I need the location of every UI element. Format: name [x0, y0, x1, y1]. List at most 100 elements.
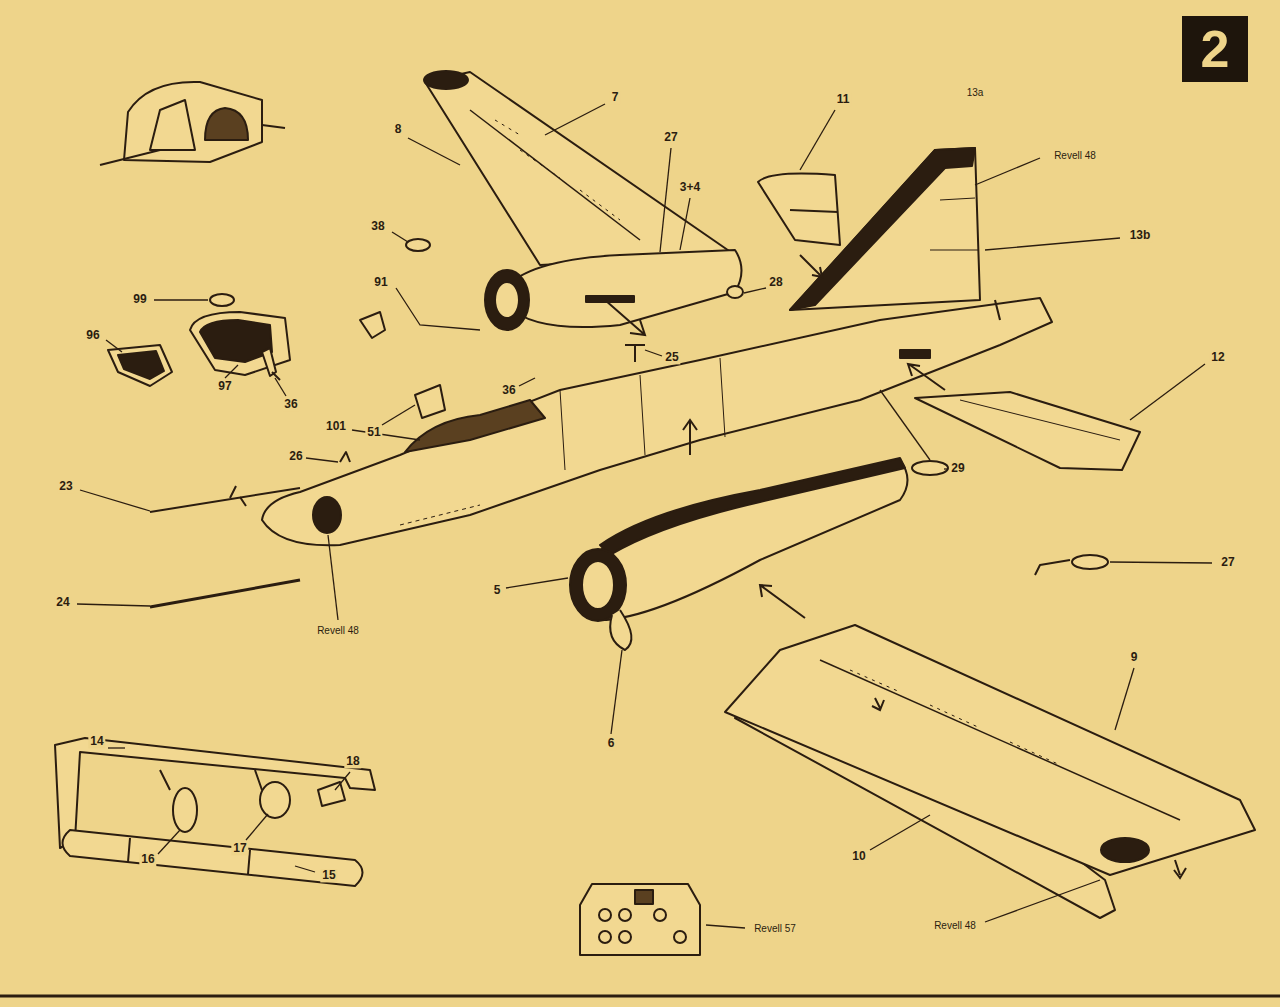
- step-number: 2: [1201, 23, 1230, 75]
- lower-wing: [1101, 838, 1149, 862]
- canopy-parts: [210, 294, 234, 306]
- leader-line: [744, 288, 766, 293]
- engine-nacelle: [495, 282, 519, 318]
- instrument-panel: [599, 909, 611, 921]
- border-rule: [0, 995, 1280, 998]
- engine-nacelle: [1035, 560, 1070, 575]
- leader-line: [1130, 364, 1205, 420]
- lower-wing: [850, 670, 1060, 765]
- assembly-arrow: [908, 364, 945, 390]
- lower-wing: [725, 625, 1255, 875]
- cockpit-inset: [100, 150, 160, 165]
- assembly-arrow: [605, 255, 1186, 878]
- fuselage: [900, 350, 930, 358]
- engine-nacelle: [586, 296, 634, 302]
- leader-line: [1115, 668, 1134, 730]
- fuselage: [400, 505, 480, 525]
- upper-wing: [495, 120, 620, 220]
- instrument-panel: [580, 884, 700, 955]
- fuselage: [262, 239, 1052, 545]
- assembly-arrow: [800, 255, 822, 277]
- leader-line: [680, 198, 690, 250]
- canopy-parts: [190, 312, 290, 375]
- callout-number: 13b: [1128, 229, 1153, 242]
- instrument-panel: [635, 890, 653, 904]
- lower-wing: [725, 625, 1255, 918]
- leader-line: [1110, 562, 1212, 563]
- leader-line: [611, 650, 622, 734]
- callout-number: 51: [365, 426, 382, 439]
- tailplane: [915, 392, 1140, 470]
- callout-number: 13a: [965, 87, 986, 98]
- cockpit-inset: [150, 100, 195, 150]
- fuselage: [360, 312, 385, 338]
- tailplane: [960, 400, 1120, 440]
- leader-line: [660, 148, 671, 252]
- tail-fin: [790, 210, 838, 212]
- bomb-bay-assembly: [63, 830, 363, 886]
- leader-line: [985, 880, 1100, 922]
- leader-line: [108, 747, 125, 748]
- callout-number: 15: [320, 869, 337, 882]
- leader-line: [328, 535, 338, 620]
- cockpit-inset: [205, 108, 248, 140]
- callout-number: 36: [282, 398, 299, 411]
- canopy-parts: [108, 345, 172, 386]
- callout-number: 10: [850, 850, 867, 863]
- leader-line: [506, 578, 568, 588]
- callout-number: 5: [492, 584, 503, 597]
- step-number-box: 2: [1182, 16, 1248, 82]
- fuselage: [625, 345, 645, 362]
- assembly-arrow: [872, 698, 884, 710]
- cockpit-inset: [262, 125, 285, 128]
- callout-number: 29: [949, 462, 966, 475]
- assembly-arrow: [995, 300, 1000, 320]
- callout-number: 14: [88, 735, 105, 748]
- callout-number: 97: [216, 380, 233, 393]
- bomb-bay-assembly: [260, 782, 290, 818]
- probe: [230, 486, 246, 506]
- callout-number: 9: [1129, 651, 1140, 664]
- assembly-arrow: [760, 585, 805, 618]
- tail-fin: [758, 174, 840, 245]
- probe: [150, 580, 300, 607]
- canopy-parts: [262, 348, 276, 376]
- leader-line: [645, 350, 662, 356]
- leader-line: [154, 299, 208, 300]
- leader-line: [382, 405, 415, 425]
- leader-line: [106, 340, 122, 352]
- leader-line: [295, 866, 315, 872]
- engine-nacelle: [485, 250, 742, 330]
- instrument-panel: [619, 931, 631, 943]
- bomb-bay-assembly: [128, 838, 250, 874]
- leader-line: [225, 365, 238, 378]
- callout-number: 28: [767, 276, 784, 289]
- canopy-parts: [200, 320, 272, 362]
- leader-line: [396, 288, 480, 330]
- tail-fin: [790, 148, 975, 310]
- fuselage: [406, 239, 430, 251]
- assembly-arrow: [605, 300, 645, 335]
- fuselage: [313, 497, 341, 533]
- callout-number: 12: [1209, 351, 1226, 364]
- callout-number: Revell 57: [752, 923, 798, 934]
- lower-wing: [820, 660, 1180, 820]
- cockpit-inset: [124, 82, 262, 162]
- bomb-bay-assembly: [318, 782, 345, 806]
- fuselage: [727, 286, 743, 298]
- instrument-panel: [619, 909, 631, 921]
- canopy-parts: [118, 351, 164, 379]
- upper-wing: [425, 72, 735, 265]
- engine-nacelle: [570, 549, 626, 621]
- engine-nacelle: [1072, 555, 1108, 569]
- leader-line: [800, 110, 835, 170]
- callout-number: 16: [139, 853, 156, 866]
- canopy-parts: [108, 294, 290, 386]
- fuselage: [912, 461, 948, 475]
- leader-line: [80, 490, 150, 511]
- callout-number: 8: [393, 123, 404, 136]
- callout-number: 23: [57, 480, 74, 493]
- engine-nacelle: [600, 458, 905, 555]
- instrument-panel: [674, 931, 686, 943]
